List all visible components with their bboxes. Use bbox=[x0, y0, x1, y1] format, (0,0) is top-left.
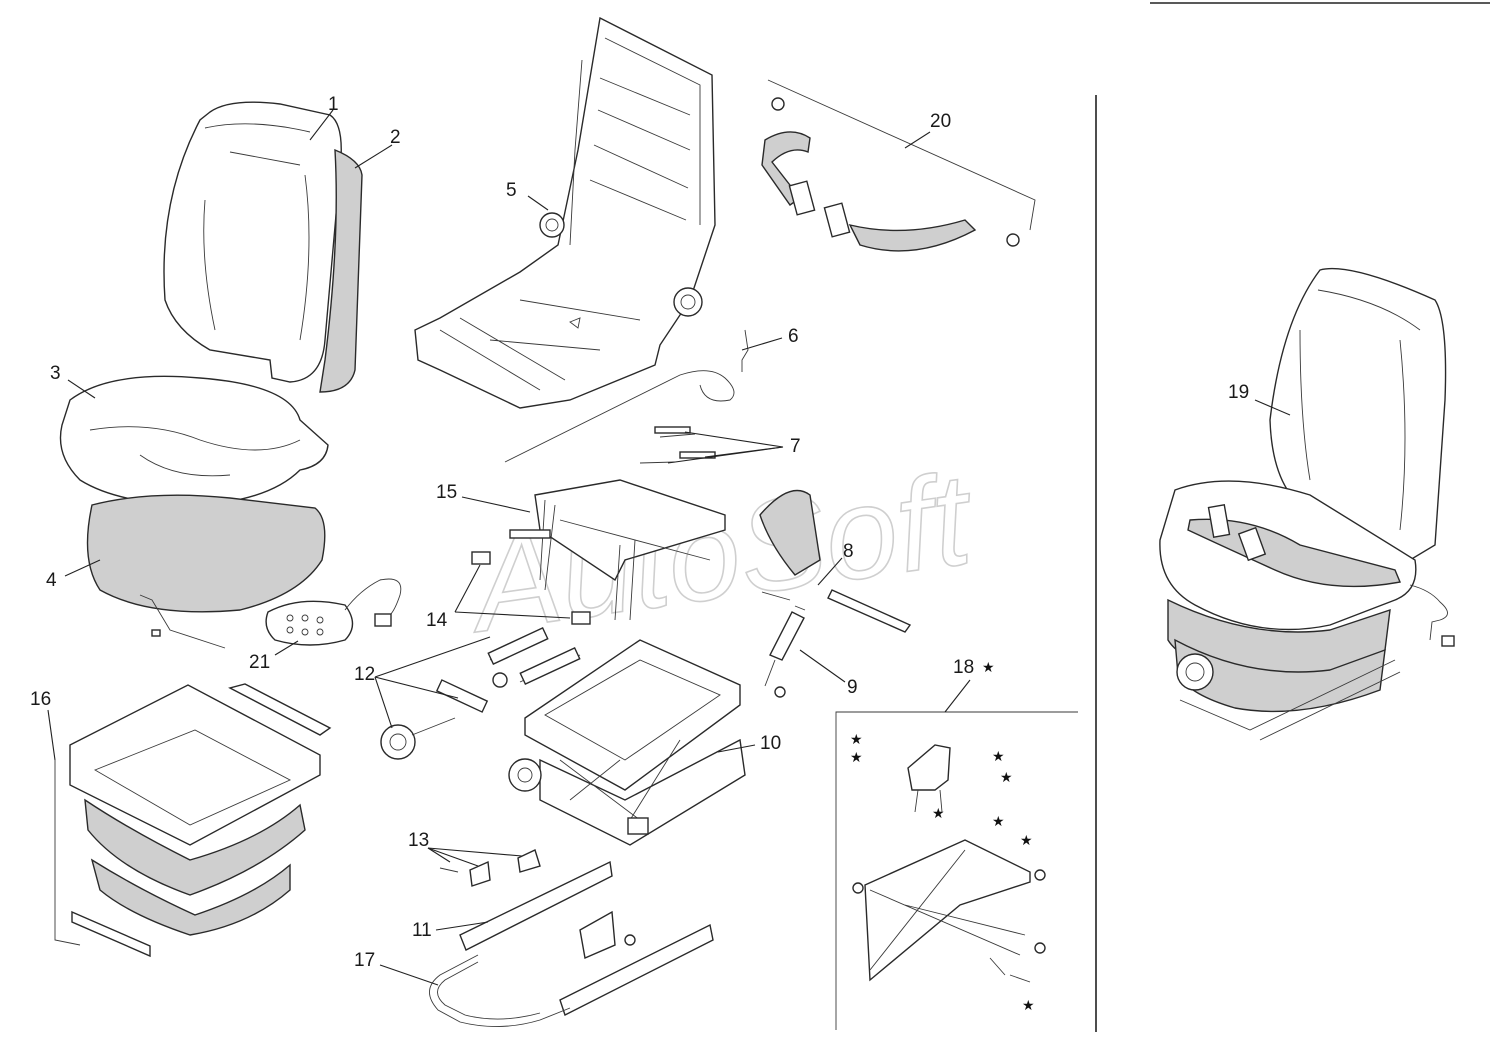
callout-7: 7 bbox=[790, 436, 801, 457]
part-6-cable bbox=[504, 329, 749, 463]
callout-14: 14 bbox=[426, 610, 448, 631]
star-mark: ★ bbox=[1022, 998, 1035, 1014]
callout-15: 15 bbox=[436, 482, 457, 503]
part-5-seat-frame bbox=[414, 16, 716, 409]
callout-8: 8 bbox=[843, 541, 854, 562]
part-11-seat-rails bbox=[459, 860, 714, 1016]
callout-12: 12 bbox=[354, 664, 375, 685]
callout-16: 16 bbox=[30, 689, 51, 710]
star-mark: ★ bbox=[992, 814, 1005, 830]
star-mark: ★ bbox=[1020, 833, 1033, 849]
part-15-tilt-mechanism bbox=[509, 479, 726, 621]
part-21-heating-pad bbox=[265, 578, 402, 646]
callout-18: 18 bbox=[953, 657, 974, 678]
star-mark: ★ bbox=[932, 806, 945, 822]
callout-9: 9 bbox=[847, 677, 858, 698]
star-mark: ★ bbox=[1000, 770, 1013, 786]
part-17-adjust-handle bbox=[429, 954, 571, 1027]
part-10-suspension bbox=[508, 639, 746, 846]
callout-2: 2 bbox=[390, 127, 401, 148]
callout-3: 3 bbox=[50, 363, 61, 384]
callout-4: 4 bbox=[46, 570, 57, 591]
seat-wire bbox=[139, 594, 226, 649]
part-13-brackets bbox=[439, 849, 541, 887]
callout-6: 6 bbox=[788, 326, 799, 347]
part-8-belt-bracket bbox=[759, 489, 912, 633]
leader-lines bbox=[47, 109, 1291, 986]
star-mark: ★ bbox=[850, 732, 863, 748]
star-mark: ★ bbox=[850, 750, 863, 766]
callout-20: 20 bbox=[930, 111, 951, 132]
part-20-seat-belt bbox=[761, 79, 1036, 252]
part-14-clips bbox=[471, 551, 591, 625]
wire-clip bbox=[151, 629, 161, 637]
part-19-assembled-seat bbox=[1159, 267, 1455, 741]
part-4-seat-base bbox=[86, 494, 326, 613]
callout-21: 21 bbox=[249, 652, 270, 673]
callout-13: 13 bbox=[408, 830, 429, 851]
part-3-seat-cushion bbox=[59, 375, 329, 506]
callout-1: 1 bbox=[328, 94, 339, 115]
star-mark: ★ bbox=[992, 749, 1005, 765]
callout-labels: 1 2 3 4 5 6 7 8 9 10 11 12 13 14 15 16 1… bbox=[30, 94, 1249, 971]
part-1-backrest-cushion bbox=[163, 101, 342, 383]
star-mark: ★ bbox=[982, 660, 995, 676]
part-7-springs bbox=[639, 426, 716, 464]
part-16-bellows bbox=[54, 683, 332, 958]
callout-11: 11 bbox=[412, 920, 432, 941]
part-12-springs-knob bbox=[380, 626, 581, 760]
part-9-gas-spring bbox=[764, 611, 805, 698]
callout-10: 10 bbox=[760, 733, 781, 754]
detail-star-marks: ★ ★ ★ ★ ★ ★ ★ ★ ★ bbox=[850, 660, 1035, 1014]
part-18-detail-box bbox=[835, 711, 1078, 1030]
callout-19: 19 bbox=[1228, 382, 1249, 403]
callout-5: 5 bbox=[506, 180, 517, 201]
callout-17: 17 bbox=[354, 950, 375, 971]
